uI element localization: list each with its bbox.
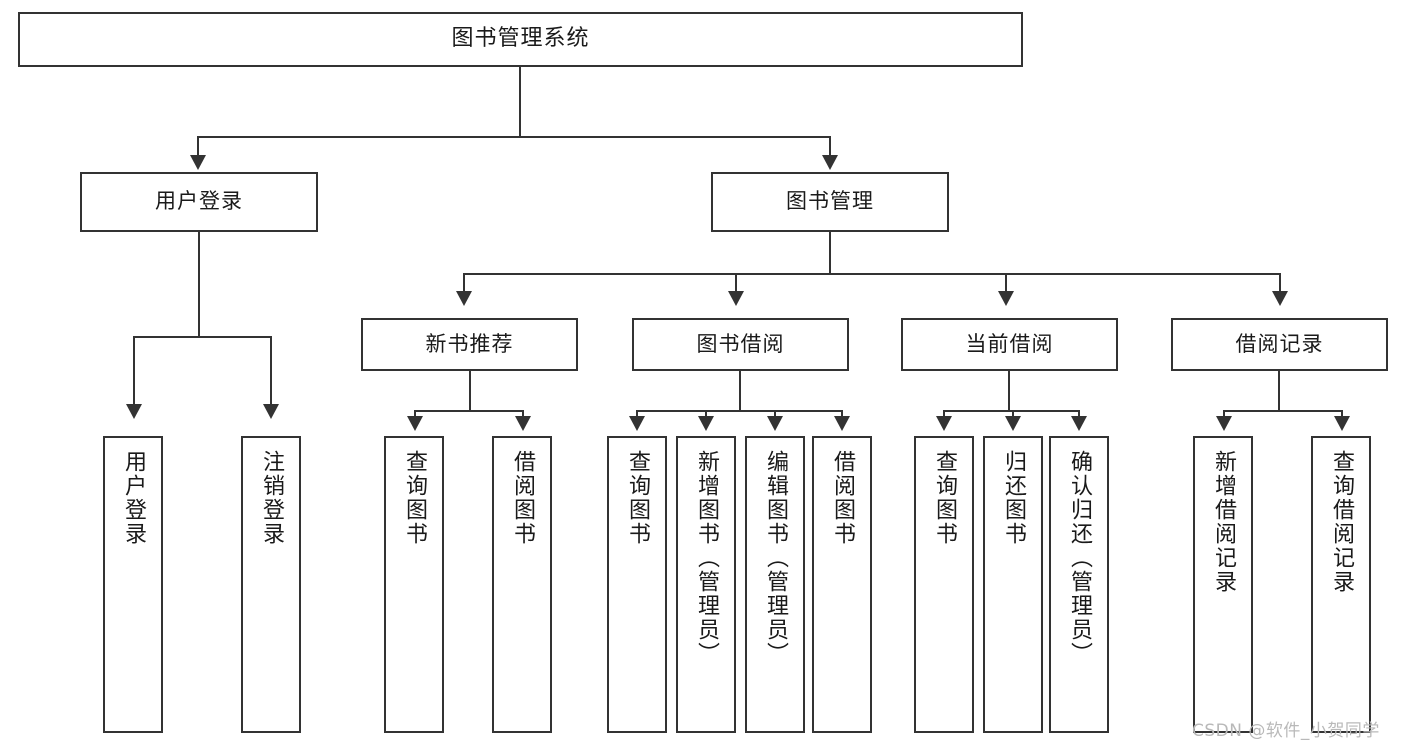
leaf-query-book-3-label: 查询图书 [931, 450, 957, 546]
node-root[interactable]: 图书管理系统 [18, 12, 1023, 67]
connector-borrow-record-drop-0 [1223, 410, 1225, 418]
arrow-book-borrow-leaf-1 [698, 416, 714, 431]
leaf-borrow-book-2-label: 借阅图书 [829, 450, 855, 546]
connector-borrow-record-drop-1 [1341, 410, 1343, 418]
connector-user-login-bus [133, 336, 271, 338]
connector-level1-drop-book-management [829, 136, 831, 158]
connector-root-stem [519, 67, 521, 137]
arrow-current-borrow-leaf-1 [1005, 416, 1021, 431]
connector-level1-bus [197, 136, 831, 138]
connector-book-borrow-stem [739, 371, 741, 411]
arrow-new-book-recommend-leaf-1 [515, 416, 531, 431]
arrow-level1-user-login [190, 155, 206, 170]
connector-user-login-drop-1 [270, 336, 272, 406]
node-borrow-record-label: 借阅记录 [1235, 331, 1324, 356]
arrow-borrow-record-leaf-1 [1334, 416, 1350, 431]
leaf-logout-login-label: 注销登录 [258, 450, 284, 546]
leaf-query-book-1[interactable]: 查询图书 [384, 436, 444, 733]
connector-current-borrow-drop-0 [943, 410, 945, 418]
connector-book-borrow-drop-1 [705, 410, 707, 418]
arrow-level2-book-borrow [728, 291, 744, 306]
leaf-borrow-book-1-label: 借阅图书 [509, 450, 535, 546]
node-new-book-recommend-label: 新书推荐 [425, 331, 514, 356]
node-user-login[interactable]: 用户登录 [80, 172, 318, 232]
connector-new-book-recommend-drop-1 [522, 410, 524, 418]
node-book-borrow-label: 图书借阅 [696, 331, 785, 356]
node-book-management[interactable]: 图书管理 [711, 172, 949, 232]
node-book-borrow[interactable]: 图书借阅 [632, 318, 849, 371]
leaf-query-book-2-label: 查询图书 [624, 450, 650, 546]
connector-level1-drop-user-login [197, 136, 199, 158]
connector-level2-drop-0 [463, 273, 465, 293]
node-book-management-label: 图书管理 [786, 189, 874, 214]
connector-current-borrow-bus [943, 410, 1080, 412]
leaf-user-login[interactable]: 用户登录 [103, 436, 163, 733]
leaf-query-record[interactable]: 查询借阅记录 [1311, 436, 1371, 733]
arrow-level2-borrow-record [1272, 291, 1288, 306]
leaf-edit-book[interactable]: 编辑图书（管理员） [745, 436, 805, 733]
leaf-confirm-return-label: 确认归还（管理员） [1066, 450, 1092, 666]
arrow-book-borrow-leaf-3 [834, 416, 850, 431]
connector-level2-drop-1 [735, 273, 737, 293]
connector-book-management-stem [829, 232, 831, 274]
leaf-add-record[interactable]: 新增借阅记录 [1193, 436, 1253, 733]
leaf-query-book-1-label: 查询图书 [401, 450, 427, 546]
leaf-return-book[interactable]: 归还图书 [983, 436, 1043, 733]
node-root-label: 图书管理系统 [451, 26, 590, 52]
arrow-current-borrow-leaf-0 [936, 416, 952, 431]
connector-level2-bus [463, 273, 1280, 275]
leaf-add-book-label: 新增图书（管理员） [693, 450, 719, 666]
node-borrow-record[interactable]: 借阅记录 [1171, 318, 1388, 371]
leaf-user-login-label: 用户登录 [120, 450, 146, 546]
arrow-current-borrow-leaf-2 [1071, 416, 1087, 431]
connector-book-borrow-bus [636, 410, 843, 412]
leaf-borrow-book-1[interactable]: 借阅图书 [492, 436, 552, 733]
connector-level2-drop-2 [1005, 273, 1007, 293]
arrow-level2-current-borrow [998, 291, 1014, 306]
leaf-query-record-label: 查询借阅记录 [1328, 450, 1354, 594]
csdn-watermark: CSDN @软件_小贺同学 [1192, 721, 1380, 741]
leaf-query-book-3[interactable]: 查询图书 [914, 436, 974, 733]
arrow-book-borrow-leaf-0 [629, 416, 645, 431]
connector-current-borrow-drop-2 [1078, 410, 1080, 418]
arrow-book-borrow-leaf-2 [767, 416, 783, 431]
connector-level2-drop-3 [1279, 273, 1281, 293]
leaf-confirm-return[interactable]: 确认归还（管理员） [1049, 436, 1109, 733]
connector-borrow-record-bus [1223, 410, 1343, 412]
leaf-borrow-book-2[interactable]: 借阅图书 [812, 436, 872, 733]
arrow-user-login-leaf-1 [263, 404, 279, 419]
leaf-add-book[interactable]: 新增图书（管理员） [676, 436, 736, 733]
connector-new-book-recommend-drop-0 [414, 410, 416, 418]
node-current-borrow[interactable]: 当前借阅 [901, 318, 1118, 371]
leaf-add-record-label: 新增借阅记录 [1210, 450, 1236, 594]
connector-new-book-recommend-stem [469, 371, 471, 411]
node-new-book-recommend[interactable]: 新书推荐 [361, 318, 578, 371]
connector-user-login-drop-0 [133, 336, 135, 406]
leaf-edit-book-label: 编辑图书（管理员） [762, 450, 788, 666]
arrow-user-login-leaf-0 [126, 404, 142, 419]
connector-book-borrow-drop-2 [774, 410, 776, 418]
arrow-level2-new-book-recommend [456, 291, 472, 306]
connector-book-borrow-drop-3 [841, 410, 843, 418]
connector-current-borrow-stem [1008, 371, 1010, 411]
connector-borrow-record-stem [1278, 371, 1280, 411]
leaf-return-book-label: 归还图书 [1000, 450, 1026, 546]
connector-current-borrow-drop-1 [1012, 410, 1014, 418]
connector-user-login-stem [198, 232, 200, 337]
arrow-level1-book-management [822, 155, 838, 170]
node-current-borrow-label: 当前借阅 [965, 331, 1054, 356]
arrow-new-book-recommend-leaf-0 [407, 416, 423, 431]
leaf-query-book-2[interactable]: 查询图书 [607, 436, 667, 733]
connector-new-book-recommend-bus [414, 410, 524, 412]
connector-book-borrow-drop-0 [636, 410, 638, 418]
node-user-login-label: 用户登录 [155, 189, 243, 214]
arrow-borrow-record-leaf-0 [1216, 416, 1232, 431]
leaf-logout-login[interactable]: 注销登录 [241, 436, 301, 733]
